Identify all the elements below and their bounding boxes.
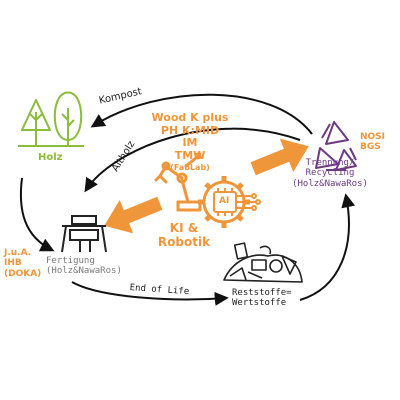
robot-arm-icon: [154, 152, 202, 212]
partner-line: PH K:MID: [160, 123, 220, 137]
orange-arrow-to-recycling: [250, 138, 309, 176]
orange-arrow-to-fertigung: [104, 196, 163, 234]
recycling-org-line1: NOSI: [360, 132, 386, 142]
fertigung-label-line1: Fertigung: [46, 256, 95, 266]
reststoffe-label: Reststoffe= Wertstoffe: [232, 288, 292, 309]
arrow-recycling-to-fertigung: [84, 127, 301, 193]
fertigung-org-line3: (DOKA): [4, 268, 42, 279]
partner-line: IM: [182, 136, 198, 150]
fertigung-label-line2: (Holz&NawaRos): [46, 266, 122, 277]
holz-label: Holz: [38, 152, 63, 163]
partner-line: TMW: [174, 148, 206, 162]
workbench-icon: [61, 215, 107, 253]
recycling-org: NOSI BGS: [360, 132, 385, 153]
partner-fablab: (FabLab): [170, 162, 210, 172]
recycling-org-line2: BGS: [360, 142, 381, 153]
arrow-recycling-to-holz: [90, 93, 313, 135]
waste-pile-icon: [223, 242, 303, 283]
arrow-holz-to-fertigung: [19, 177, 55, 252]
partners-block: Wood K plus PH K:MID IM TMW (FabLab): [151, 111, 229, 172]
fertigung-org-line2: IHB: [4, 258, 22, 269]
partner-line: Wood K plus: [151, 111, 229, 124]
recycling-label-line1: Trennung/: [305, 158, 355, 168]
ki-robotik-line1: KI &: [169, 221, 199, 235]
trees-icon: [18, 91, 84, 147]
fertigung-org: J.u.A. IHB (DOKA): [4, 248, 41, 279]
fertigung-org-line1: J.u.A.: [4, 248, 32, 258]
ai-chip-icon: [213, 188, 261, 216]
arrow-reststoffe-to-recycling: [299, 193, 356, 301]
recycling-label-line2: Recycling: [305, 168, 355, 179]
ki-robotik-label: KI & Robotik: [157, 221, 211, 250]
arrow-fertigung-to-reststoffe: [71, 281, 229, 306]
ki-robotik-line2: Robotik: [157, 234, 211, 249]
reststoffe-line2: Wertstoffe: [232, 298, 287, 309]
fertigung-label: Fertigung (Holz&NawaRos): [46, 256, 122, 277]
recycling-label: Trennung/ Recycling (Holz&NawaRos): [292, 158, 368, 189]
recycling-label-line3: (Holz&NawaRos): [292, 178, 368, 189]
reststoffe-line1: Reststoffe=: [232, 288, 292, 298]
ai-chip-label: AI: [219, 196, 230, 206]
recycle-icon: [315, 121, 357, 171]
